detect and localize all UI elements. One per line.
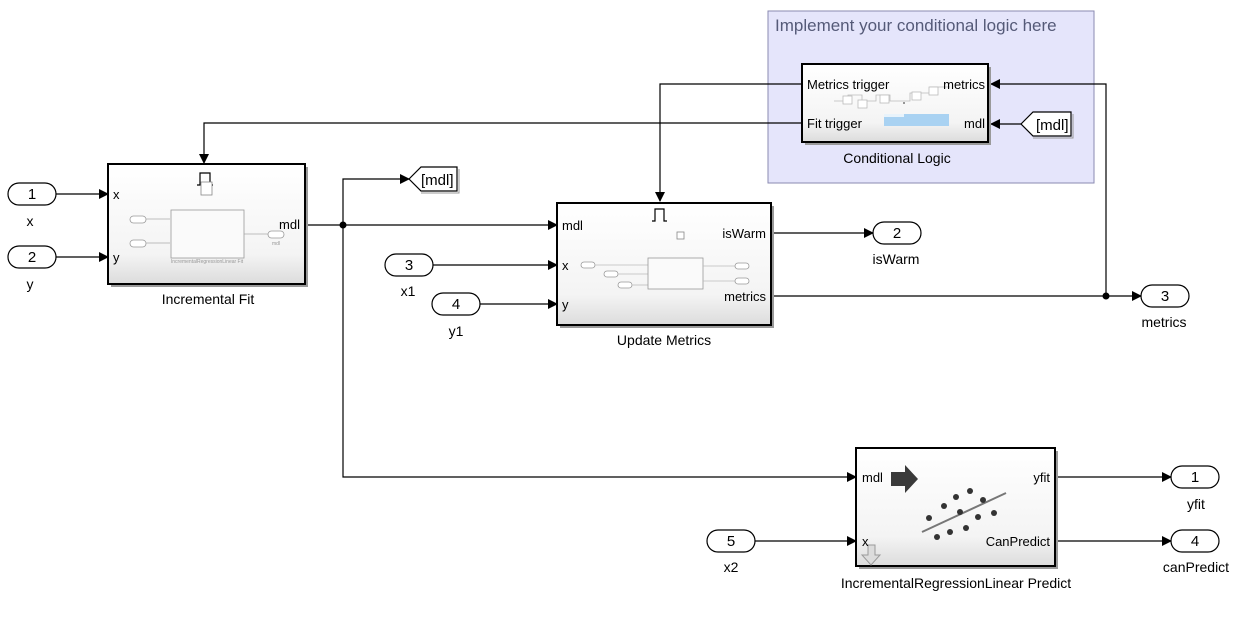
- inport-number: 4: [452, 296, 460, 313]
- subsystem-thumbnail: [580, 257, 750, 290]
- outport-canpredict[interactable]: 4 canPredict: [1163, 529, 1229, 575]
- inport-number: 1: [28, 186, 36, 203]
- block-name: IncrementalRegressionLinear Predict: [841, 575, 1071, 591]
- inport-label: y: [27, 276, 34, 292]
- wire-metrics-feedback[interactable]: [990, 79, 1107, 296]
- conditional-logic-block[interactable]: Metrics trigger Fit trigger metrics mdl …: [801, 63, 991, 166]
- outport-label: yfit: [1187, 496, 1205, 512]
- from-tag-label: [mdl]: [1036, 117, 1069, 134]
- port-x: x: [562, 258, 569, 273]
- port-x: x: [113, 187, 120, 202]
- inport-label: y1: [449, 323, 464, 339]
- outport-yfit[interactable]: 1 yfit: [1170, 465, 1220, 512]
- inport-label: x1: [401, 283, 416, 299]
- inport-number: 2: [28, 249, 36, 266]
- inport-4[interactable]: 4 y1: [431, 292, 481, 339]
- port-y: y: [562, 297, 569, 312]
- block-name: Incremental Fit: [162, 291, 255, 307]
- from-tag-mdl[interactable]: [mdl]: [1020, 111, 1074, 139]
- inport-3[interactable]: 3 x1: [384, 253, 434, 299]
- port-mdl: mdl: [562, 218, 583, 233]
- regression-scatter-icon: [921, 488, 1007, 540]
- port-mdl: mdl: [279, 217, 300, 232]
- inport-label: x: [27, 213, 34, 229]
- trigger-icon: [652, 208, 667, 222]
- goto-tag-label: [mdl]: [421, 172, 454, 189]
- port-canpredict: CanPredict: [986, 534, 1051, 549]
- outport-label: metrics: [1141, 314, 1186, 330]
- outport-iswarm[interactable]: 2 isWarm: [872, 221, 922, 267]
- port-metrics: metrics: [943, 77, 985, 92]
- thumbnail-caption: IncrementalRegressionLinear Fit: [171, 259, 244, 265]
- port-x: x: [862, 534, 869, 549]
- outport-number: 2: [893, 225, 901, 242]
- port-metrics: metrics: [724, 289, 766, 304]
- goto-tag-mdl[interactable]: [mdl]: [408, 166, 460, 194]
- outport-number: 4: [1191, 533, 1199, 550]
- arrow-down-icon: [860, 544, 882, 566]
- subsystem-thumbnail: [834, 86, 950, 126]
- outport-number: 3: [1161, 288, 1169, 305]
- predict-block[interactable]: mdl x yfit CanPredict IncrementalRegress…: [841, 447, 1071, 591]
- wire-metrics-trigger[interactable]: [655, 83, 802, 202]
- outport-label: isWarm: [873, 251, 920, 267]
- wire-mdl-to-goto[interactable]: [342, 174, 410, 225]
- update-metrics-block[interactable]: mdl x y isWarm metrics Update Metrics: [556, 202, 774, 348]
- inport-2[interactable]: 2 y: [7, 245, 57, 292]
- port-yfit: yfit: [1033, 470, 1050, 485]
- inport-1[interactable]: 1 x: [7, 182, 57, 229]
- port-y: y: [113, 250, 120, 265]
- incremental-fit-block[interactable]: IncrementalRegressionLinear Fit mdl x y …: [107, 163, 308, 307]
- inport-number: 5: [727, 533, 735, 550]
- inport-label: x2: [724, 559, 739, 575]
- inport-number: 3: [405, 257, 413, 274]
- block-name: Conditional Logic: [843, 150, 950, 166]
- wire-branch-point: [1102, 292, 1110, 300]
- arrow-right-icon: [891, 465, 918, 493]
- wire-fit-trigger[interactable]: [199, 122, 802, 164]
- trigger-icon-box: [200, 181, 213, 196]
- outport-label: canPredict: [1163, 559, 1229, 575]
- port-mdl: mdl: [964, 116, 985, 131]
- inport-5[interactable]: 5 x2: [706, 529, 756, 575]
- area-title: Implement your conditional logic here: [775, 16, 1057, 35]
- port-iswarm: isWarm: [722, 226, 766, 241]
- port-mdl: mdl: [862, 470, 883, 485]
- wire-mdl-to-predict[interactable]: [342, 225, 857, 482]
- block-name: Update Metrics: [617, 332, 711, 348]
- port-metrics-trigger: Metrics trigger: [807, 77, 890, 92]
- outport-number: 1: [1191, 469, 1199, 486]
- port-fit-trigger: Fit trigger: [807, 116, 863, 131]
- small-square-icon: [676, 231, 685, 240]
- thumbnail-out-label: mdl: [272, 241, 280, 247]
- wire-branch-point: [339, 221, 347, 229]
- outport-metrics[interactable]: 3 metrics: [1140, 284, 1190, 330]
- subsystem-thumbnail: IncrementalRegressionLinear Fit mdl: [129, 209, 285, 265]
